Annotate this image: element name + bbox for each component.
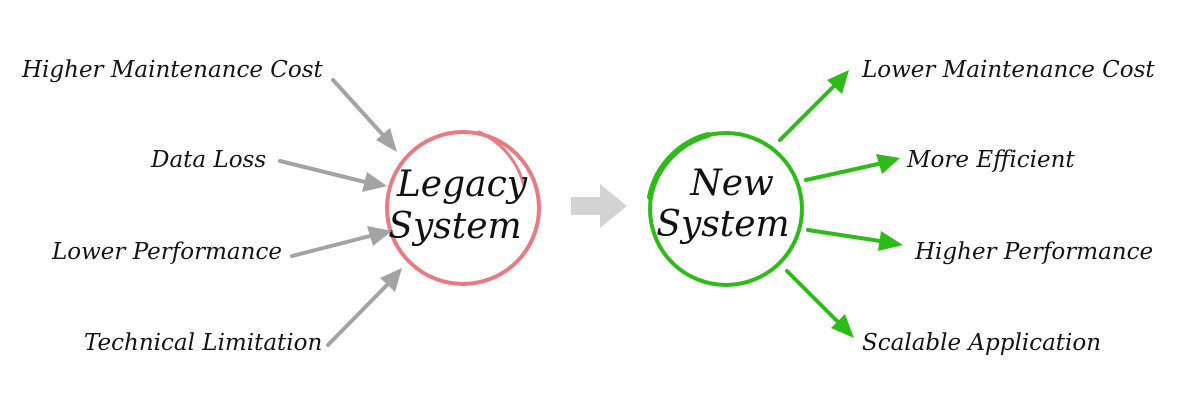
output-label: More Efficient	[906, 147, 1075, 173]
right-arrow-icon	[571, 184, 627, 228]
input-label: Data Loss	[150, 147, 266, 173]
legacy-system-ring	[385, 130, 541, 286]
new-system-title-line1: New	[689, 163, 774, 204]
new-system-ring	[648, 131, 804, 287]
new-system-title-line2: System	[656, 204, 789, 245]
input-arrow	[290, 226, 392, 258]
input-label: Lower Performance	[51, 239, 282, 265]
input-label: Higher Maintenance Cost	[21, 57, 324, 83]
input-label: Technical Limitation	[84, 330, 322, 356]
output-label: Lower Maintenance Cost	[861, 57, 1155, 83]
legacy-system-node: Legacy System	[385, 130, 541, 286]
input-arrow	[278, 159, 387, 192]
output-arrow	[806, 228, 903, 251]
output-arrow	[804, 154, 900, 182]
new-system-ring-flourish	[647, 132, 711, 200]
legacy-system-title-line1: Legacy	[396, 164, 528, 205]
output-arrow	[778, 70, 849, 142]
output-label: Higher Performance	[914, 239, 1153, 265]
output-label: Scalable Application	[862, 330, 1101, 356]
new-system-node: New System	[647, 131, 804, 287]
output-arrow	[785, 269, 854, 338]
legacy-system-ring-flourish	[477, 130, 526, 188]
input-arrow	[331, 78, 397, 152]
input-arrow	[326, 268, 402, 347]
legacy-system-title-line2: System	[388, 206, 521, 247]
